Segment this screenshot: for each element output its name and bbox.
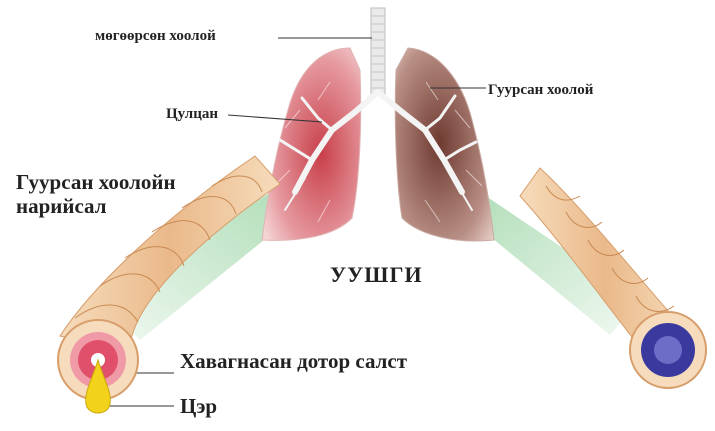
lung-right-diseased bbox=[395, 48, 494, 241]
trachea-label: мөгөөрсөн хоолой bbox=[95, 28, 216, 45]
trachea bbox=[371, 8, 385, 94]
bronchiole-narrowing-label: Гуурсан хоолойн нарийсал bbox=[16, 170, 176, 218]
bronchus-label: Гуурсан хоолой bbox=[488, 82, 593, 99]
bronchiole-label-line1: Гуурсан хоолойн bbox=[16, 170, 176, 194]
alveoli-label: Цулцан bbox=[166, 106, 218, 123]
lungs-title: УУШГИ bbox=[330, 262, 423, 287]
mucus-label: Цэр bbox=[180, 394, 217, 418]
bronchiole-label-line2: нарийсал bbox=[16, 194, 176, 218]
lung-left-healthy bbox=[262, 48, 361, 240]
inflamed-lining-label: Хавагнасан дотор салст bbox=[180, 349, 407, 373]
